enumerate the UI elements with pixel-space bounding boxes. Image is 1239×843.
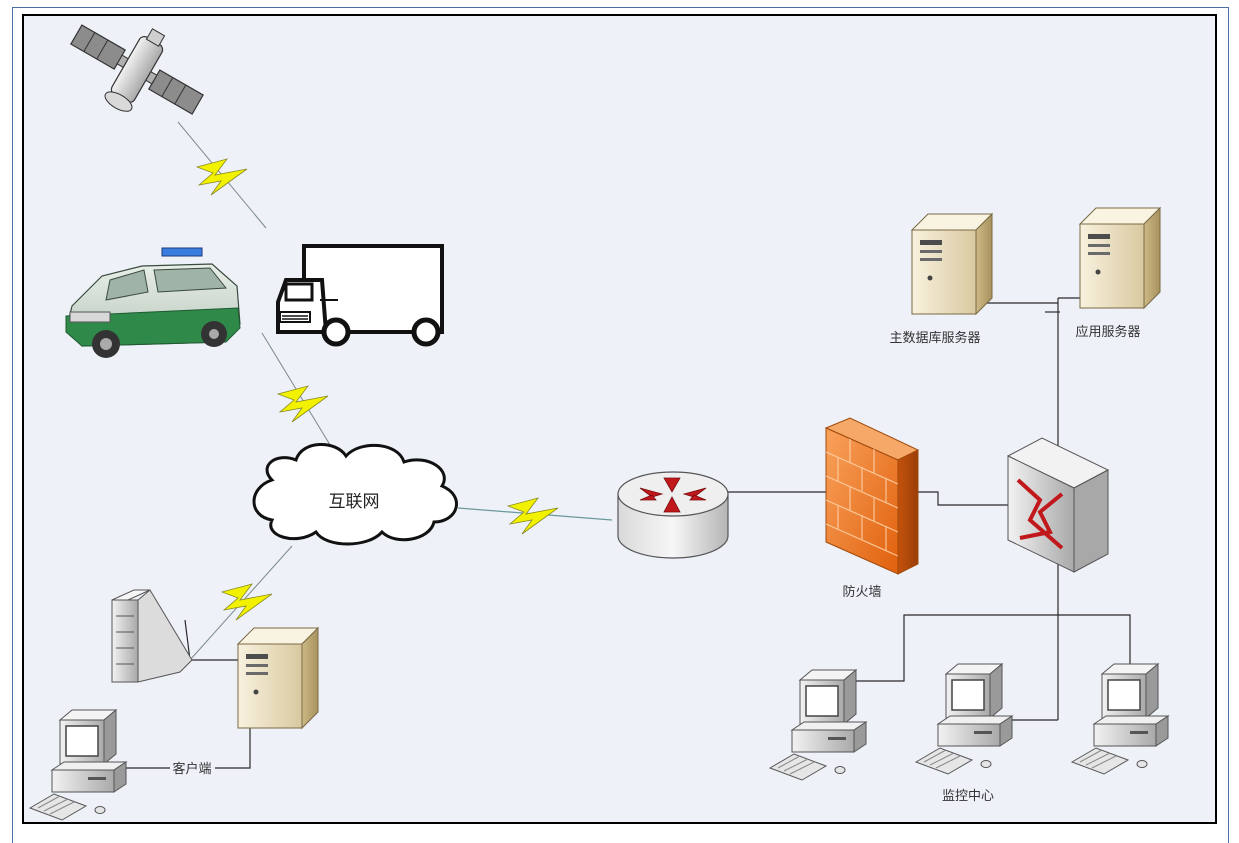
monitoring-center-label: 监控中心 <box>942 789 994 804</box>
wireless-link-internet-client <box>189 545 293 661</box>
app-server-label: 应用服务器 <box>1075 324 1140 340</box>
firewall-icon <box>824 417 920 575</box>
outer-frame-left <box>12 7 13 843</box>
satellite-icon <box>70 24 204 115</box>
cloud-icon <box>252 443 458 546</box>
outer-frame-top <box>12 7 1228 8</box>
diagram-canvas <box>22 14 1217 824</box>
router-icon <box>617 471 729 559</box>
firewall-label: 防火墙 <box>842 584 881 600</box>
internet-label: 互联网 <box>329 492 380 512</box>
police-car-icon <box>65 247 241 358</box>
client-label: 客户端 <box>172 761 211 777</box>
server-tower-icon <box>237 627 319 729</box>
main-db-server-label: 主数据库服务器 <box>889 330 980 346</box>
wireless-link-satellite-truck <box>177 121 267 229</box>
switch-icon <box>1006 437 1110 573</box>
wireless-link-truck-internet <box>261 332 339 459</box>
truck-icon <box>276 244 444 347</box>
modem-icon <box>111 589 193 683</box>
server-tower-icon <box>911 213 993 315</box>
wireless-link-internet-router <box>457 497 613 535</box>
outer-frame-right <box>1228 7 1229 843</box>
server-tower-icon <box>1079 207 1161 309</box>
